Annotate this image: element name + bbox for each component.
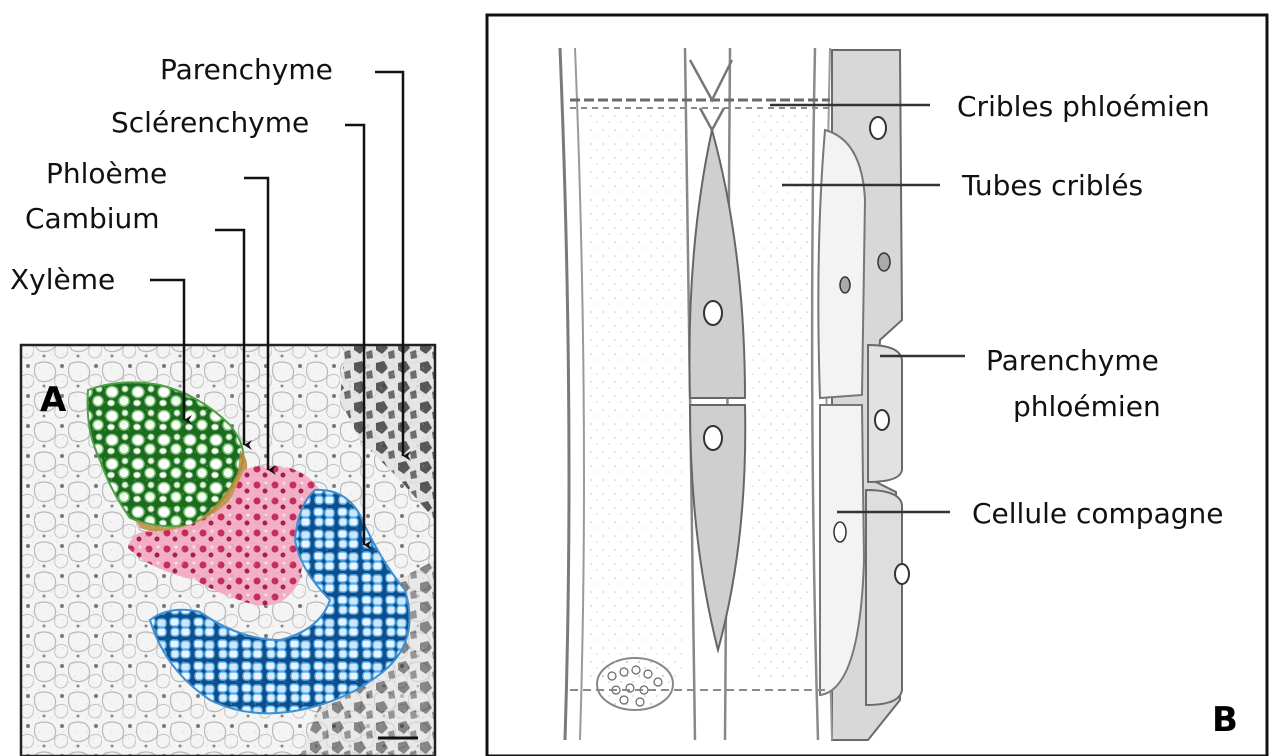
panel-b-drawing — [487, 15, 1267, 756]
label-cellule-compagne: Cellule compagne — [972, 500, 1223, 528]
label-tubes-cribles: Tubes criblés — [962, 172, 1143, 200]
label-parenchyme-phloemien-2: phloémien — [1013, 393, 1161, 421]
panel-a-letter: A — [40, 380, 66, 420]
label-parenchyme-phloemien-1: Parenchyme — [986, 347, 1159, 375]
panel-b-letter: B — [1212, 700, 1238, 740]
label-cribles-phloemien: Cribles phloémien — [957, 93, 1210, 121]
panel-a-micrograph — [21, 345, 435, 756]
